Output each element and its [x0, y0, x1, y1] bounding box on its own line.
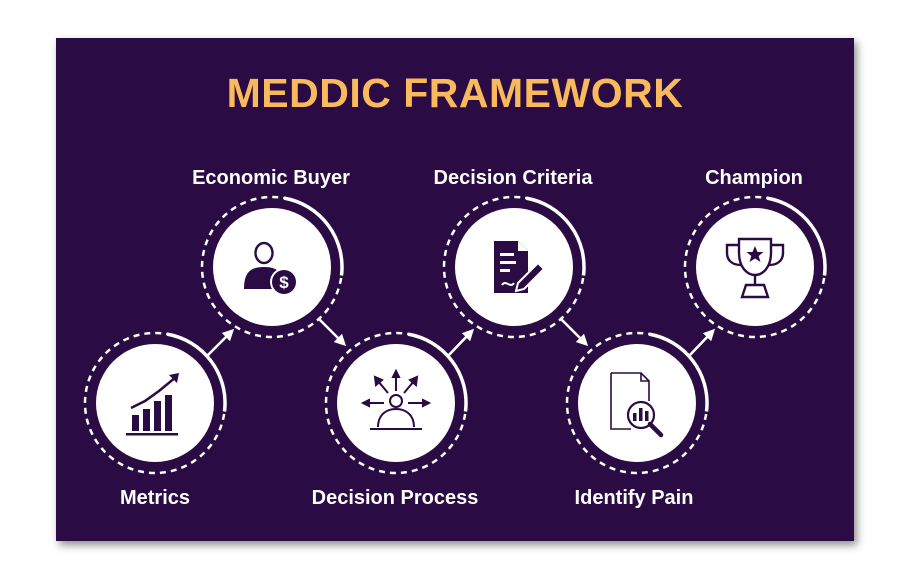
decision-paths-icon	[360, 368, 432, 430]
step-label-metrics: Metrics	[119, 487, 191, 509]
solid-arc	[766, 196, 827, 276]
step-economic-buyer: $	[200, 195, 344, 339]
step-identify-pain	[565, 331, 709, 475]
page-title: MEDDIC FRAMEWORK	[226, 70, 684, 116]
solid-arc	[283, 196, 344, 276]
connector-arrow	[559, 317, 589, 347]
step-disc	[696, 208, 814, 326]
connector-arrow	[205, 328, 235, 358]
document-signing-icon	[494, 241, 546, 293]
solid-arc	[166, 332, 227, 412]
connectors	[205, 317, 716, 358]
step-disc	[213, 208, 331, 326]
trophy-icon	[725, 237, 785, 299]
step-disc	[337, 344, 455, 462]
step-decision-process	[324, 331, 468, 475]
step-label-decision-process: Decision Process	[311, 487, 479, 509]
step-champion	[683, 195, 827, 339]
growth-chart-icon	[126, 373, 179, 436]
buyer-dollar-icon: $	[244, 241, 298, 296]
solid-arc	[648, 332, 709, 412]
step-label-identify-pain: Identify Pain	[574, 487, 694, 509]
document-search-icon	[610, 372, 664, 438]
solid-arc	[525, 196, 586, 276]
step-metrics	[83, 331, 227, 475]
svg-text:$: $	[279, 273, 289, 292]
step-decision-criteria	[442, 195, 586, 339]
connector-arrow	[446, 328, 475, 358]
step-label-economic-buyer: Economic Buyer	[192, 167, 350, 189]
step-label-champion: Champion	[705, 167, 803, 189]
connector-arrow	[317, 317, 347, 347]
connector-arrow	[687, 328, 716, 358]
solid-arc	[407, 332, 468, 412]
step-label-decision-criteria: Decision Criteria	[433, 167, 593, 189]
